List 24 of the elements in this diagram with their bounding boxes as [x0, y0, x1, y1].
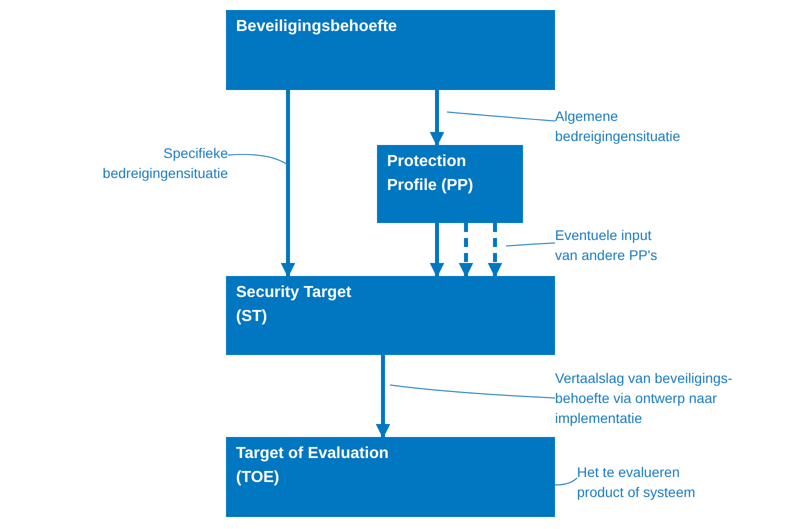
annotation-text: Eventuele input van andere PP's	[555, 226, 658, 265]
box-label: Protection Profile (PP)	[387, 152, 474, 196]
annotation-text: Algemene bedreigingensituatie	[555, 107, 682, 146]
annotation-text: Vertaalslag van beveiligings- behoefte via ontwerp naar implementatie	[555, 369, 734, 428]
arrow	[376, 355, 390, 438]
annotation-text: Specifieke bedreigingensituatie	[102, 144, 228, 183]
arrow	[430, 223, 444, 278]
box-label: Security Target (ST)	[236, 283, 352, 327]
process-box	[226, 276, 555, 355]
process-box	[226, 437, 555, 517]
leader-line	[390, 384, 556, 398]
arrow	[280, 90, 296, 278]
arrow	[430, 90, 444, 146]
leader-line	[506, 242, 556, 246]
annotation-text: Het te evalueren product of systeem	[577, 463, 696, 502]
leader-line	[228, 154, 288, 166]
process-box	[377, 145, 523, 223]
arrow	[458, 223, 474, 278]
box-label: Beveiligingsbehoefte	[236, 17, 398, 37]
process-box	[226, 10, 555, 90]
box-label: Target of Evaluation (TOE)	[236, 444, 390, 488]
leader-line	[554, 478, 578, 486]
leader-line	[446, 112, 556, 122]
arrow	[488, 223, 502, 278]
